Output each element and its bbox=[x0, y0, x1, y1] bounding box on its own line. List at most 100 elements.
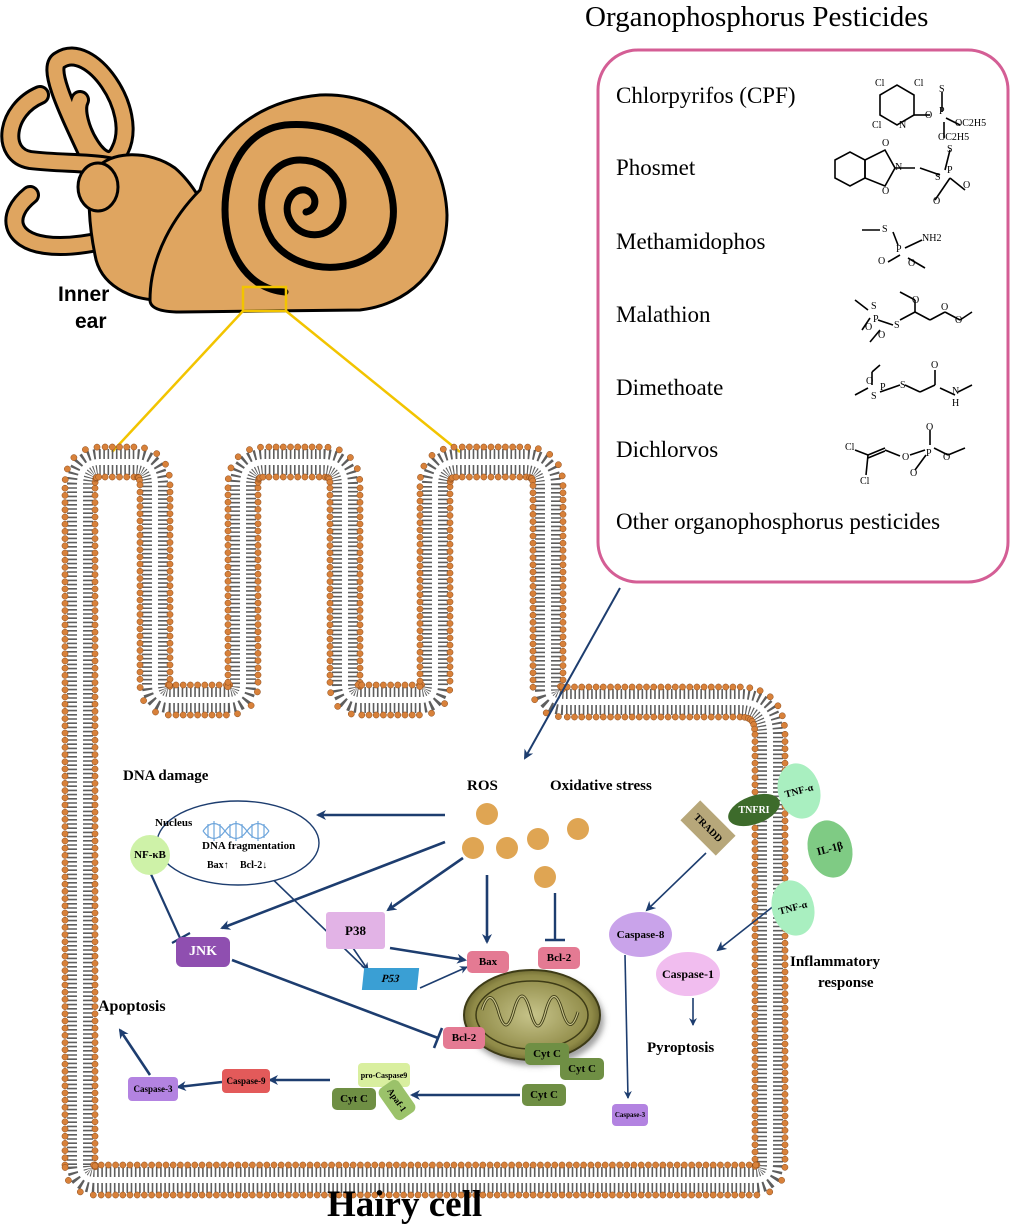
phospholipid-head bbox=[61, 974, 69, 982]
phospholipid-head bbox=[551, 1191, 559, 1199]
phospholipid-head bbox=[136, 603, 144, 611]
phospholipid-head bbox=[592, 683, 600, 691]
phospholipid-head bbox=[254, 563, 262, 571]
phospholipid-head bbox=[93, 443, 101, 451]
phospholipid-head bbox=[61, 476, 69, 483]
phospholipid-head bbox=[61, 1010, 69, 1018]
phospholipid-head bbox=[130, 443, 138, 451]
phospholipid-head bbox=[479, 1161, 487, 1169]
phospholipid-head bbox=[358, 711, 366, 719]
phospholipid-head bbox=[215, 681, 223, 689]
phospholipid-head bbox=[473, 443, 480, 451]
phospholipid-head bbox=[166, 632, 174, 640]
phospholipid-head bbox=[529, 539, 537, 547]
phospholipid-head bbox=[272, 473, 280, 481]
caspase3-left-node: Caspase-3 bbox=[128, 1077, 178, 1101]
phospholipid-head bbox=[408, 681, 416, 689]
phospholipid-head bbox=[751, 1004, 759, 1012]
phospholipid-head bbox=[91, 1082, 99, 1090]
phospholipid-head bbox=[394, 711, 402, 719]
phospholipid-head bbox=[751, 1119, 759, 1127]
phospholipid-head bbox=[254, 585, 262, 592]
phospholipid-head bbox=[666, 1161, 674, 1169]
phospholipid-head bbox=[123, 473, 131, 481]
phospholipid-head bbox=[529, 518, 537, 525]
phospholipid-head bbox=[693, 683, 701, 691]
phospholipid-head bbox=[328, 1161, 335, 1169]
phospholipid-head bbox=[141, 444, 148, 452]
phospholipid-head bbox=[91, 823, 99, 830]
phospholipid-head bbox=[559, 647, 567, 655]
phospholipid-head bbox=[91, 866, 99, 874]
phospholipid-head bbox=[101, 473, 109, 481]
phospholipid-head bbox=[119, 1161, 127, 1169]
phospholipid-head bbox=[91, 758, 99, 766]
apoptosis-label: Apoptosis bbox=[98, 998, 166, 1015]
phospholipid-head bbox=[91, 952, 99, 960]
phospholipid-head bbox=[738, 1191, 746, 1199]
phospholipid-head bbox=[559, 489, 567, 497]
nfkb-node: NF-κB bbox=[130, 835, 170, 875]
phospholipid-head bbox=[781, 1134, 789, 1141]
phospholipid-head bbox=[61, 600, 69, 607]
phospholipid-head bbox=[356, 563, 364, 571]
phospholipid-head bbox=[123, 443, 131, 451]
phospholipid-head bbox=[136, 632, 144, 640]
phospholipid-head bbox=[326, 607, 334, 614]
phospholipid-head bbox=[277, 1191, 285, 1199]
phospholipid-head bbox=[326, 571, 334, 578]
phospholipid-head bbox=[61, 1024, 69, 1032]
phospholipid-head bbox=[136, 668, 144, 676]
phospholipid-head bbox=[637, 1191, 645, 1199]
phospholipid-head bbox=[781, 1033, 789, 1041]
phospholipid-head bbox=[559, 633, 567, 641]
phospholipid-head bbox=[446, 519, 454, 527]
phospholipid-head bbox=[751, 867, 759, 875]
phospholipid-head bbox=[446, 641, 454, 649]
phospholipid-head bbox=[335, 446, 343, 454]
phospholipid-head bbox=[446, 526, 454, 534]
phospholipid-head bbox=[555, 461, 562, 469]
phospholipid-head bbox=[254, 570, 262, 578]
inner-ear-label-line1: Inner bbox=[58, 283, 110, 306]
phospholipid-head bbox=[326, 585, 334, 593]
phospholipid-head bbox=[326, 478, 334, 486]
phospholipid-head bbox=[91, 1096, 99, 1104]
bcl2-top-node: Bcl-2 bbox=[538, 947, 580, 969]
phospholipid-head bbox=[91, 1118, 99, 1126]
phospholipid-head bbox=[416, 533, 424, 541]
chem-structures bbox=[834, 84, 973, 476]
phospholipid-head bbox=[751, 731, 759, 738]
phospholipid-head bbox=[387, 711, 394, 719]
phospholipid-head bbox=[61, 945, 69, 953]
phospholipid-head bbox=[559, 640, 567, 648]
phospholipid-head bbox=[166, 611, 174, 618]
hairy-cell-title: Hairy cell bbox=[327, 1184, 483, 1225]
phospholipid-head bbox=[559, 554, 567, 561]
phospholipid-head bbox=[508, 1161, 515, 1169]
phospholipid-head bbox=[326, 535, 334, 542]
op-item-malathion: Malathion bbox=[616, 302, 711, 327]
op-item-methamidophos: Methamidophos bbox=[616, 229, 766, 254]
phospholipid-head bbox=[601, 1191, 609, 1199]
phospholipid-head bbox=[416, 641, 424, 649]
phospholipid-head bbox=[91, 592, 99, 600]
phospholipid-head bbox=[529, 568, 537, 576]
phospholipid-head bbox=[630, 1161, 638, 1169]
phospholipid-head bbox=[194, 681, 201, 689]
phospholipid-head bbox=[91, 945, 99, 953]
phospholipid-head bbox=[91, 643, 99, 650]
tradd-shape bbox=[680, 800, 736, 856]
phospholipid-head bbox=[522, 1161, 530, 1169]
phospholipid-head bbox=[224, 678, 232, 686]
phospholipid-head bbox=[140, 697, 147, 704]
phospholipid-head bbox=[91, 1125, 99, 1133]
phospholipid-head bbox=[446, 512, 454, 519]
phospholipid-head bbox=[781, 1148, 789, 1156]
phospholipid-head bbox=[61, 499, 69, 506]
phospholipid-head bbox=[61, 952, 69, 960]
phospholipid-head bbox=[715, 713, 722, 721]
phosmet-structure bbox=[834, 148, 966, 201]
phospholipid-head bbox=[364, 1161, 371, 1169]
phospholipid-head bbox=[450, 443, 458, 451]
